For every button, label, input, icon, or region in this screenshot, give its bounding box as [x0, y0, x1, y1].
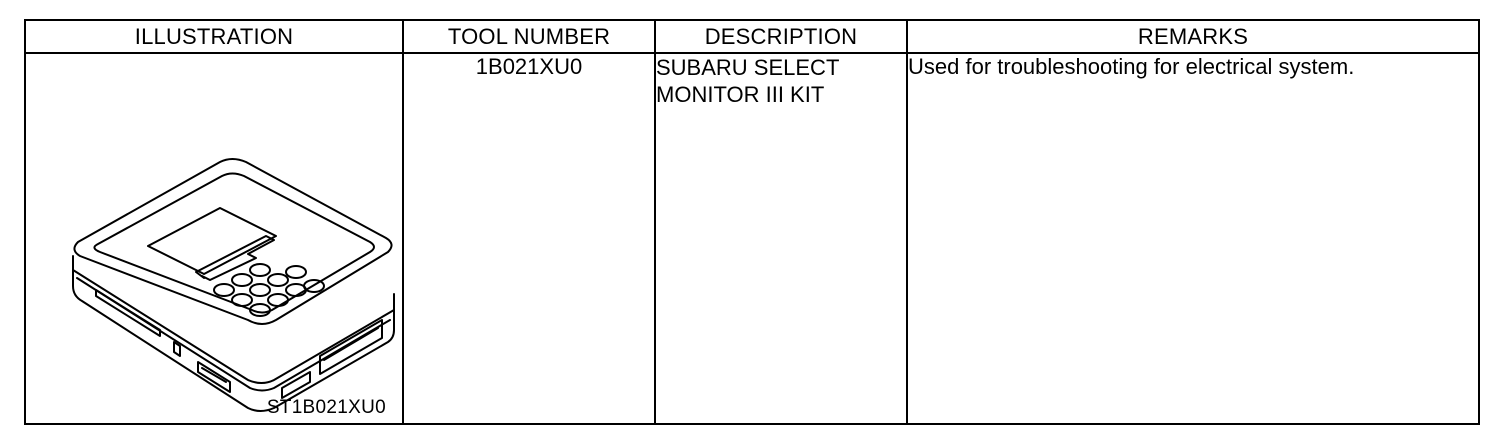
header-illustration: ILLUSTRATION	[24, 19, 404, 54]
description-cell: SUBARU SELECT MONITOR III KIT	[654, 52, 908, 425]
illustration-code-label: ST1B021XU0	[266, 397, 386, 418]
remarks-cell: Used for troubleshooting for electrical …	[906, 52, 1480, 425]
description-line-2: MONITOR III KIT	[656, 82, 825, 107]
header-row: ILLUSTRATION TOOL NUMBER DESCRIPTION REM…	[24, 19, 1480, 54]
header-tool-number: TOOL NUMBER	[402, 19, 656, 54]
select-monitor-illustration	[72, 158, 395, 412]
table-row: ST1B021XU0 1B021XU0 SUBARU SELECT MONITO…	[24, 52, 1480, 425]
description-line-1: SUBARU SELECT	[656, 55, 840, 80]
header-remarks: REMARKS	[906, 19, 1480, 54]
illustration-cell: ST1B021XU0	[24, 52, 404, 425]
special-tools-table: ILLUSTRATION TOOL NUMBER DESCRIPTION REM…	[24, 19, 1480, 425]
header-description: DESCRIPTION	[654, 19, 908, 54]
tool-number-cell: 1B021XU0	[402, 52, 656, 425]
